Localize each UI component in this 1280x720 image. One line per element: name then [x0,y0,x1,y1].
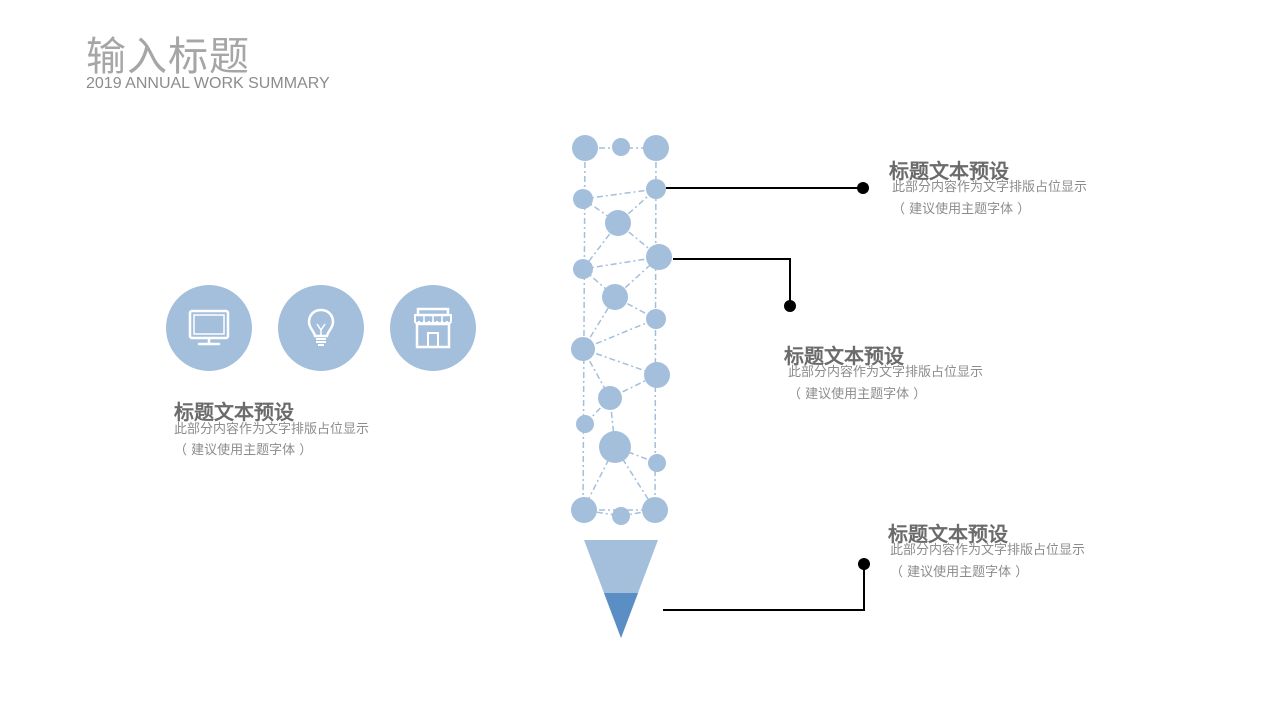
network-node [646,309,666,329]
left-block-line1: 此部分内容作为文字排版占位显示 [174,422,370,437]
page-subtitle: 2019 ANNUAL WORK SUMMARY [86,75,330,92]
callout-3-line1: 此部分内容作为文字排版占位显示 [890,543,1086,558]
callout-2-line2: （ 建议使用主题字体 ） [788,387,927,402]
left-block-title: 标题文本预设 [174,400,294,424]
network-node [643,135,669,161]
callout-1-title: 标题文本预设 [889,159,1009,183]
callout-1-line1: 此部分内容作为文字排版占位显示 [892,180,1088,195]
network-node [599,431,631,463]
store-icon [414,307,452,349]
network-node [602,284,628,310]
callout-3-line2: （ 建议使用主题字体 ） [890,565,1029,580]
network-node [648,454,666,472]
monitor-icon [188,309,230,346]
network-node [573,189,593,209]
connector-dot-3 [858,558,870,570]
network-node [571,497,597,523]
callout-1-line2: （ 建议使用主题字体 ） [892,202,1031,217]
callout-3-title: 标题文本预设 [888,522,1008,546]
left-block-line2: （ 建议使用主题字体 ） [174,443,313,458]
monitor-icon-circle [166,285,252,371]
network-nodes [571,135,672,525]
connectors [663,187,865,611]
connector-dot-2 [784,300,796,312]
connector-3 [663,564,865,611]
network-node [612,138,630,156]
callout-2-line1: 此部分内容作为文字排版占位显示 [788,365,984,380]
network-node [598,386,622,410]
connector-2 [673,258,791,305]
lightbulb-icon [307,308,335,346]
pencil-tip-wood [584,540,658,638]
connector-dots [784,182,870,570]
pencil-tip-lead [604,593,638,638]
connector-dot-1 [857,182,869,194]
network-node [646,179,666,199]
lightbulb-icon-circle [278,285,364,371]
pencil-tip [584,540,658,638]
page-title: 输入标题 [86,34,250,80]
network-node [646,244,672,270]
network-node [612,507,630,525]
store-icon-circle [390,285,476,371]
network-node [576,415,594,433]
network-node [644,362,670,388]
network-node [605,210,631,236]
network-node [573,259,593,279]
network-node [571,337,595,361]
network-node [642,497,668,523]
network-node [572,135,598,161]
callout-2-title: 标题文本预设 [784,344,904,368]
